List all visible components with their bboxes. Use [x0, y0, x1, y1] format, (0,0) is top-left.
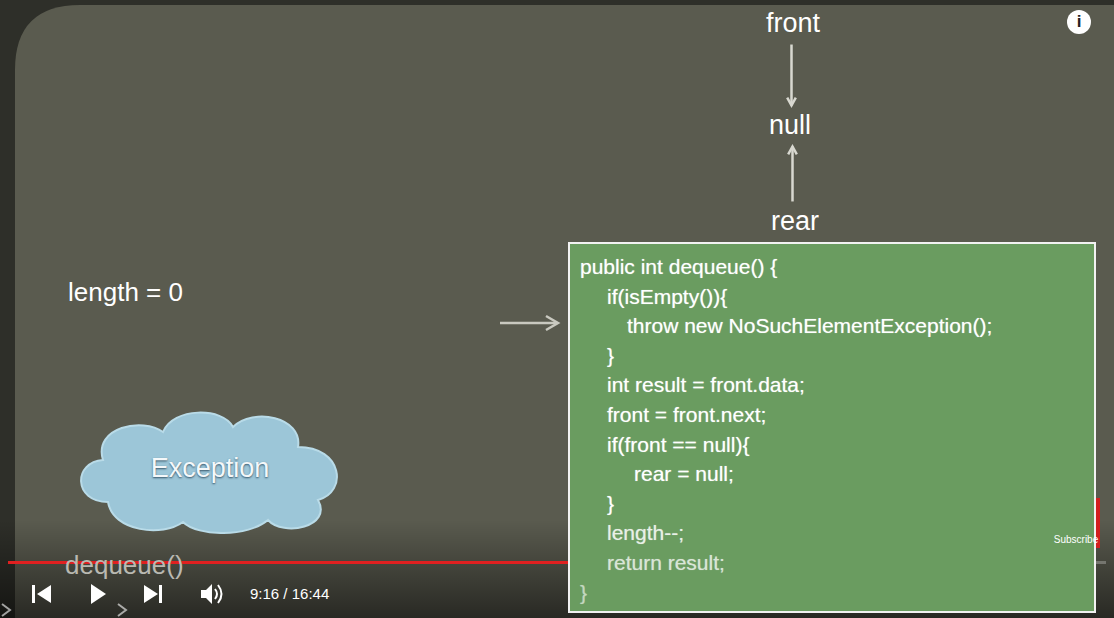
- cloud-text-box: Exception: [68, 402, 352, 534]
- code-box: public int dequeue() {if(isEmpty()){thro…: [568, 242, 1096, 613]
- pointer-name: null: [767, 110, 813, 141]
- code-line: int result = front.data;: [607, 370, 1080, 400]
- exception-text: Exception: [151, 453, 270, 484]
- pointer-text: rear: [771, 206, 819, 237]
- code-line: }: [607, 341, 1080, 371]
- arrow-head: [788, 147, 797, 155]
- volume-icon: [201, 584, 212, 604]
- cloud-shape: Exception: [68, 402, 352, 534]
- code-line: }: [580, 578, 1080, 608]
- pointer-arrow-shaft: [500, 322, 556, 325]
- chapter-icons: [2, 604, 126, 616]
- prev-bar: [32, 585, 35, 603]
- pointer-name: front: [764, 8, 822, 39]
- code-line: throw new NoSuchElementException();: [627, 311, 1080, 341]
- time-display: 9:16 / 16:44: [250, 585, 329, 602]
- next-icon: [144, 585, 158, 603]
- volume-waves: [215, 585, 222, 603]
- info-icon: [1067, 10, 1091, 34]
- code-line: if(isEmpty()){: [607, 282, 1080, 312]
- prev-icon: [37, 585, 51, 603]
- subscribe-text: Subscribe: [1054, 534, 1098, 546]
- pointer-name: rear: [769, 206, 821, 237]
- code-line: return result;: [607, 548, 1080, 578]
- pointer-arrow-head: [546, 316, 558, 330]
- pointer-text: front: [766, 8, 820, 39]
- cloud-fill: [81, 413, 337, 533]
- slide-text: dequeue(): [65, 551, 184, 581]
- next-bar: [159, 585, 162, 603]
- pointer-text: null: [769, 110, 811, 141]
- arrow-head: [787, 98, 796, 106]
- play-icon: [91, 584, 106, 604]
- pointer-arrow-line: [791, 147, 794, 202]
- code-line: public int dequeue() {: [580, 252, 1080, 282]
- code-line: }: [607, 489, 1080, 519]
- code-line: length--;: [607, 518, 1080, 548]
- pointer-arrow: [787, 45, 796, 106]
- code-line: front = front.next;: [607, 400, 1080, 430]
- info-letter: i: [1077, 12, 1082, 32]
- code-line: rear = null;: [634, 459, 1080, 489]
- code-line: if(front == null){: [607, 430, 1080, 460]
- pointer-arrow-line: [790, 45, 793, 106]
- pointer-arrow: [788, 147, 797, 202]
- slide-text: length = 0: [68, 278, 183, 308]
